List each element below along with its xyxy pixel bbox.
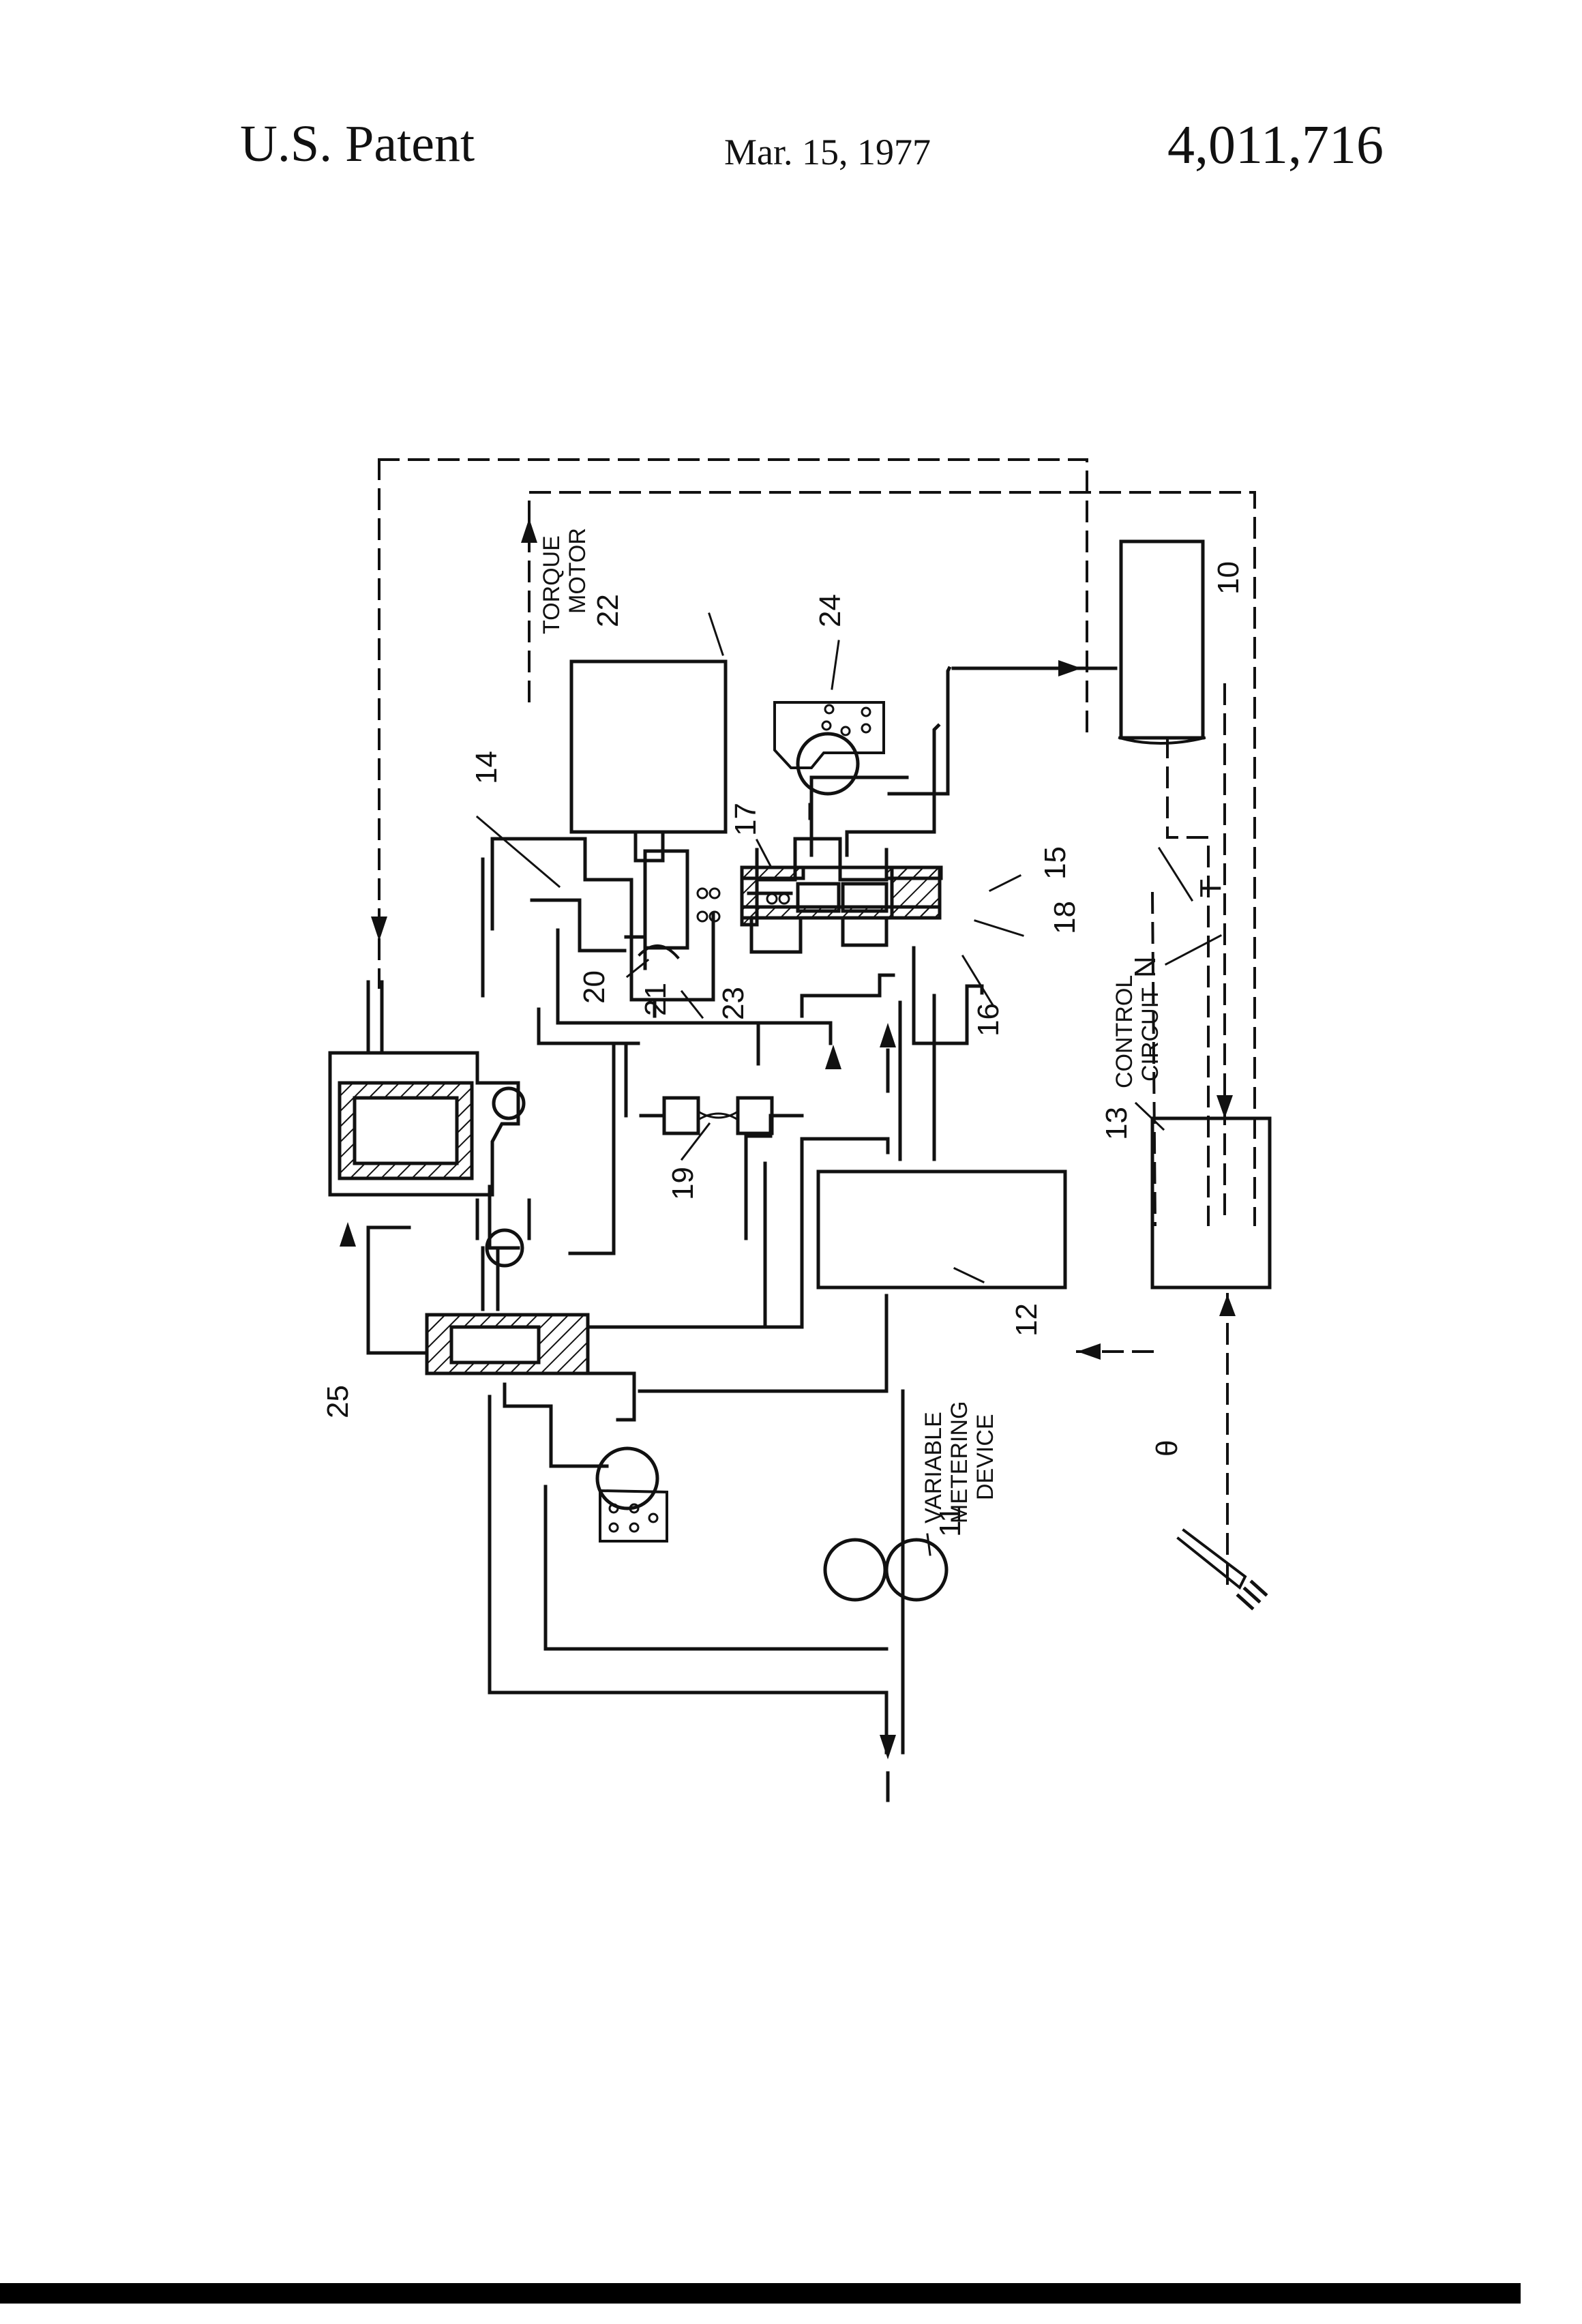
label-16: 16 — [972, 1003, 1005, 1037]
label-17: 17 — [729, 803, 762, 836]
label-24: 24 — [814, 594, 847, 627]
label-21: 21 — [639, 983, 672, 1016]
label-control-circuit-line1: CONTROL — [1111, 975, 1137, 1088]
label-18: 18 — [1048, 901, 1081, 934]
label-25: 25 — [321, 1385, 355, 1418]
bottom-border-bar — [0, 2283, 1521, 2304]
label-10: 10 — [1212, 561, 1245, 595]
label-signal-theta: θ — [1150, 1440, 1184, 1457]
label-variable-metering-line1: VARIABLE — [921, 1412, 946, 1523]
block-10 — [1121, 541, 1203, 738]
restrictor-19 — [626, 1043, 802, 1133]
label-14: 14 — [470, 751, 503, 784]
label-15: 15 — [1039, 846, 1072, 880]
label-22: 22 — [591, 594, 625, 627]
label-19: 19 — [666, 1167, 700, 1200]
label-signal-N: N — [1129, 956, 1162, 978]
label-signal-T: T — [1194, 879, 1227, 897]
poppet-valve — [368, 1139, 888, 1420]
label-20: 20 — [578, 970, 611, 1004]
label-variable-metering-line2: METERING — [946, 1401, 972, 1523]
control-circuit-block-13 — [1152, 1118, 1270, 1287]
bellows-25 — [330, 982, 524, 1248]
throttle-lever — [1178, 1530, 1245, 1588]
label-control-circuit-line2: CIRCUIT — [1137, 987, 1163, 1082]
label-torque-motor-line1: TORQUE — [539, 535, 565, 634]
pump-24 — [775, 702, 884, 794]
label-12: 12 — [1010, 1303, 1043, 1337]
label-variable-metering-line3: DEVICE — [972, 1414, 998, 1500]
torque-motor-block-22 — [571, 661, 726, 832]
gear-pump-11 — [825, 1540, 946, 1600]
label-torque-motor-line2: MOTOR — [565, 528, 591, 614]
label-13: 13 — [1100, 1107, 1133, 1140]
pump-lower — [597, 1448, 667, 1541]
variable-metering-device-block-12 — [818, 1172, 1065, 1287]
label-23: 23 — [717, 987, 750, 1020]
